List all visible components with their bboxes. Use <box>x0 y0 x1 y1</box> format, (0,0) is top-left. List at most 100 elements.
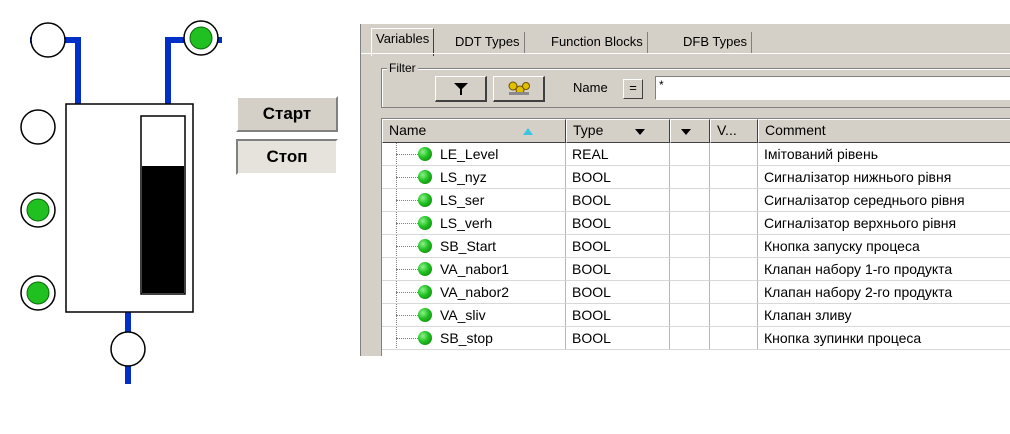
funnel-button[interactable] <box>435 76 487 102</box>
tank-diagram <box>20 20 222 384</box>
filter-settings-button[interactable] <box>493 76 545 102</box>
cell-filter[interactable] <box>670 212 710 235</box>
table-row[interactable]: LS_verh BOOL Сигналізатор верхнього рівня <box>382 212 1010 235</box>
cell-type[interactable]: BOOL <box>566 166 670 189</box>
variable-name: VA_nabor2 <box>440 284 510 300</box>
tree-line <box>396 246 420 247</box>
cell-comment[interactable]: Кнопка запуску процеса <box>758 235 1010 258</box>
tab-divider <box>361 53 1010 54</box>
column-header-name[interactable]: Name <box>382 119 566 143</box>
table-row[interactable]: LS_nyz BOOL Сигналізатор нижнього рівня <box>382 166 1010 189</box>
cell-name[interactable]: LE_Level <box>382 143 566 166</box>
cell-comment[interactable]: Сигналізатор середнього рівня <box>758 189 1010 212</box>
cell-filter[interactable] <box>670 235 710 258</box>
table-row[interactable]: LE_Level REAL Імітований рівень <box>382 143 1010 166</box>
variable-status-icon <box>418 147 432 161</box>
variable-name: LS_nyz <box>440 169 487 185</box>
cell-type[interactable]: BOOL <box>566 327 670 350</box>
process-mimic <box>0 0 240 400</box>
level-sensor-top <box>20 109 56 145</box>
cell-value[interactable] <box>710 212 758 235</box>
drain-valve <box>110 331 146 367</box>
cell-name[interactable]: SB_Start <box>382 235 566 258</box>
cell-comment[interactable]: Імітований рівень <box>758 143 1010 166</box>
cell-value[interactable] <box>710 143 758 166</box>
cell-comment[interactable]: Клапан набору 1-го продукта <box>758 258 1010 281</box>
variable-status-icon <box>418 193 432 207</box>
column-header-value[interactable]: V... <box>710 119 758 143</box>
cell-type[interactable]: BOOL <box>566 189 670 212</box>
variables-table: Name Type V... Comment LE_Level REAL Іміто… <box>381 118 1010 356</box>
column-header-filter[interactable] <box>670 119 710 143</box>
data-editor-window: Variables DDT Types Function Blocks DFB … <box>360 24 1010 356</box>
funnel-icon <box>453 82 468 95</box>
stop-button[interactable]: Стоп <box>236 139 338 175</box>
cell-name[interactable]: LS_ser <box>382 189 566 212</box>
cell-value[interactable] <box>710 327 758 350</box>
tab-ddt-types[interactable]: DDT Types <box>451 32 525 54</box>
tree-line <box>396 269 420 270</box>
filter-equals-button[interactable]: = <box>623 79 643 99</box>
sort-ascending-icon <box>523 128 533 135</box>
tree-line <box>396 177 420 178</box>
tab-function-blocks[interactable]: Function Blocks <box>547 32 648 54</box>
cell-comment[interactable]: Сигналізатор нижнього рівня <box>758 166 1010 189</box>
table-row[interactable]: LS_ser BOOL Сигналізатор середнього рівня <box>382 189 1010 212</box>
variable-name: LS_verh <box>440 215 493 231</box>
cell-filter[interactable] <box>670 189 710 212</box>
cell-filter[interactable] <box>670 258 710 281</box>
cell-type[interactable]: BOOL <box>566 258 670 281</box>
cell-type[interactable]: BOOL <box>566 212 670 235</box>
tree-line <box>396 338 420 339</box>
cell-filter[interactable] <box>670 304 710 327</box>
cell-value[interactable] <box>710 166 758 189</box>
column-header-comment[interactable]: Comment <box>758 119 1010 143</box>
filter-title: Filter <box>387 61 418 75</box>
cell-value[interactable] <box>710 304 758 327</box>
filter-name-input[interactable]: * <box>655 76 1010 100</box>
cell-filter[interactable] <box>670 281 710 304</box>
cell-comment[interactable]: Сигналізатор верхнього рівня <box>758 212 1010 235</box>
variable-name: SB_stop <box>440 330 493 346</box>
inlet-valve-2-led <box>189 26 213 50</box>
cell-name[interactable]: VA_sliv <box>382 304 566 327</box>
start-button[interactable]: Старт <box>236 96 338 132</box>
cell-comment[interactable]: Клапан зливу <box>758 304 1010 327</box>
cell-type[interactable]: BOOL <box>566 304 670 327</box>
cell-name[interactable]: VA_nabor1 <box>382 258 566 281</box>
variable-status-icon <box>418 331 432 345</box>
column-header-type[interactable]: Type <box>566 119 670 143</box>
cell-type[interactable]: BOOL <box>566 235 670 258</box>
cell-value[interactable] <box>710 189 758 212</box>
table-row[interactable]: VA_nabor1 BOOL Клапан набору 1-го продукта <box>382 258 1010 281</box>
variable-name: VA_nabor1 <box>440 261 510 277</box>
cell-filter[interactable] <box>670 327 710 350</box>
cell-type[interactable]: BOOL <box>566 281 670 304</box>
tree-line <box>396 223 420 224</box>
tree-line <box>396 292 420 293</box>
cell-filter[interactable] <box>670 166 710 189</box>
cell-value[interactable] <box>710 281 758 304</box>
cell-value[interactable] <box>710 258 758 281</box>
cell-value[interactable] <box>710 235 758 258</box>
cell-name[interactable]: VA_nabor2 <box>382 281 566 304</box>
dropdown-icon <box>681 129 691 135</box>
table-row[interactable]: SB_stop BOOL Кнопка зупинки процеса <box>382 327 1010 350</box>
table-row[interactable]: VA_nabor2 BOOL Клапан набору 2-го продукта <box>382 281 1010 304</box>
tab-variables[interactable]: Variables <box>371 28 435 56</box>
cell-comment[interactable]: Кнопка зупинки процеса <box>758 327 1010 350</box>
column-header-name-label: Name <box>389 122 427 138</box>
cell-name[interactable]: SB_stop <box>382 327 566 350</box>
cell-name[interactable]: LS_nyz <box>382 166 566 189</box>
variable-status-icon <box>418 308 432 322</box>
tab-dfb-types[interactable]: DFB Types <box>679 32 753 54</box>
cell-type[interactable]: REAL <box>566 143 670 166</box>
cell-comment[interactable]: Клапан набору 2-го продукта <box>758 281 1010 304</box>
inlet-valve-1 <box>30 22 66 58</box>
variable-name: LE_Level <box>440 146 499 162</box>
cell-filter[interactable] <box>670 143 710 166</box>
variable-name: LS_ser <box>440 192 485 208</box>
cell-name[interactable]: LS_verh <box>382 212 566 235</box>
